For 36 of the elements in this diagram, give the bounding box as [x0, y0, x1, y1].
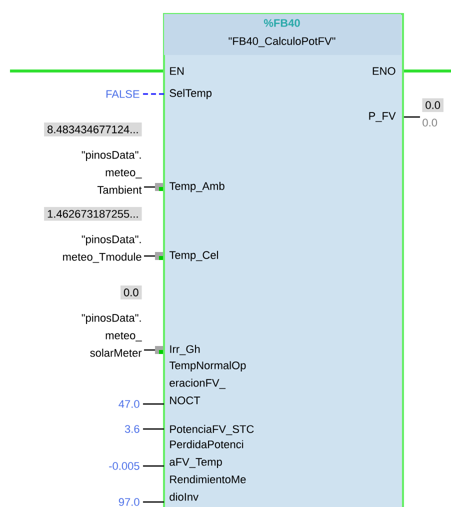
pin-label: Temp_Cel — [169, 250, 218, 262]
connector-line — [144, 252, 163, 260]
connector-line — [144, 183, 163, 191]
input-variable: 0.0 "pinosData". meteo_ solarMeter — [82, 286, 142, 357]
pin-label: TempNormalOp eracionFV_ NOCT — [169, 361, 246, 404]
connector-line — [143, 403, 164, 405]
pin-label: SelTemp — [170, 88, 212, 100]
node-label: "pinosData". meteo_ solarMeter — [82, 314, 142, 357]
pin-label: EN — [170, 67, 184, 75]
pin-label: PotenciaFV_STC — [170, 424, 254, 436]
block-number: %FB40 — [264, 19, 300, 27]
input-variable: 8.483434677124... "pinosData". meteo_ Tambient — [44, 122, 142, 194]
pin-label: Temp_Amb — [169, 182, 224, 192]
constant-value: -0.005 — [109, 462, 140, 470]
connector-line — [144, 346, 163, 354]
constant-value: 3.6 — [124, 425, 140, 433]
connector-line — [143, 465, 164, 467]
connector-line — [404, 116, 420, 118]
block-name: "FB40_CalculoPotFV" — [228, 36, 336, 48]
constant-value: 97.0 — [118, 498, 140, 506]
node-label: "pinosData". meteo_Tmodule — [63, 235, 142, 263]
pin-label: P_FV — [369, 112, 396, 122]
connector-line — [143, 428, 164, 430]
pin-label: PerdidaPotenci aFV_Temp — [170, 440, 244, 468]
constant-value: 47.0 — [118, 400, 140, 408]
connector-line — [404, 70, 451, 72]
pin-label: Irr_Gh — [170, 344, 200, 356]
output-value: 0.0 0.0 — [422, 98, 444, 126]
connector-line — [143, 501, 164, 503]
pin-label: ENO — [372, 67, 396, 75]
connector-line — [143, 93, 164, 95]
connector-line — [10, 70, 163, 72]
pin-label: RendimientoMe dioInv — [170, 475, 246, 501]
node-label: "pinosData". meteo_ Tambient — [82, 150, 142, 194]
constant-value: FALSE — [106, 90, 140, 98]
input-variable: 1.462673187255... "pinosData". meteo_Tmodule — [44, 206, 142, 263]
